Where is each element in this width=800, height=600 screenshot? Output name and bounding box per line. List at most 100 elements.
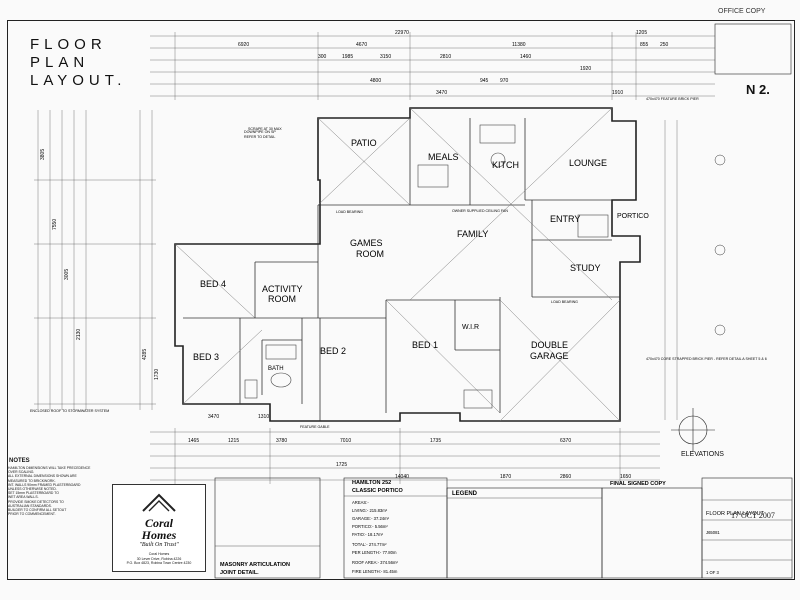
house-roof-icon	[142, 493, 176, 512]
note-line: BUILDER TO CONFIRM ALL SETOUT	[8, 508, 67, 513]
note-line: HAMILTON DIMENSIONS WILL TAKE PRECEDENCE	[8, 466, 91, 470]
room-games-1: GAMES	[350, 238, 383, 248]
dim-bottom-5: 1735	[430, 438, 441, 444]
dim-top-10: 2810	[440, 54, 451, 60]
north-marker: N 2.	[746, 82, 770, 97]
dim-bottom-2: 1310	[258, 414, 269, 420]
area-garage: GARAGE:- 37.24m²	[352, 516, 390, 521]
dim-bottom-12: 1215	[228, 438, 239, 444]
dim-bottom-9: 2860	[560, 474, 571, 480]
room-activity-2: ROOM	[268, 294, 296, 304]
room-bed-4: BED 4	[200, 279, 226, 289]
area-patio: PATIO:- 18.17m²	[352, 532, 384, 537]
room-wir: W.I.R	[462, 324, 479, 331]
internal-walls	[183, 118, 620, 421]
dim-bottom-6: 6370	[560, 438, 571, 444]
room-portico: PORTICO	[617, 213, 649, 220]
external-walls	[174, 107, 641, 422]
dim-left-6: 1730	[154, 369, 160, 380]
label-load-bearing: LOAD BEARING	[336, 210, 363, 214]
dim-top-17: 1910	[612, 90, 623, 96]
note-feature-pier: 470x470 FEATURE BRICK PIER	[646, 97, 699, 101]
room-garage-1: DOUBLE	[531, 340, 568, 350]
room-bed-1: BED 1	[412, 340, 438, 350]
label-sheet: 1 OF 3	[706, 570, 719, 575]
label-hamilton: HAMILTON 252	[352, 480, 391, 486]
area-fire-length: FIRE LENGTH:- 81.45m	[352, 569, 398, 574]
dim-bottom-3: 3780	[276, 438, 287, 444]
left-dimension-text: 3805 7550 3005 2130 4285 1730	[40, 149, 160, 380]
room-patio: PATIO	[351, 138, 377, 148]
note-refer: REFER TO DETAIL	[244, 135, 275, 139]
dim-bottom-8: 1870	[500, 474, 511, 480]
note-line: INT. WALLS 90mm FRAMED PLASTERBOARD	[8, 482, 81, 487]
title-line-2: PLAN	[30, 54, 90, 71]
dim-bottom-11: 1465	[188, 438, 199, 444]
note-line: PRIOR TO COMMENCEMENT.	[8, 512, 56, 517]
areas-heading: AREAS:-	[352, 500, 369, 505]
area-roof: ROOF AREA:- 374.56m²	[352, 560, 398, 565]
label-load-bearing-2: LOAD BEARING	[551, 300, 578, 304]
dim-top-12: 1920	[580, 66, 591, 72]
dim-top-9: 3150	[380, 54, 391, 60]
dimension-lines	[37, 35, 715, 481]
logo-name-line-2: Homes	[141, 528, 177, 542]
dim-bottom-7: 1725	[336, 462, 347, 468]
note-line: UNLESS OTHERWISE NOTED.	[8, 487, 57, 492]
title-block-text: HAMILTON 252 CLASSIC PORTICO AREAS:- LIV…	[220, 480, 765, 576]
note-ceiling-fan: OWNER SUPPLIED CEILING FAN	[452, 209, 508, 213]
area-per-length: PER LENGTH:- 77.80m	[352, 550, 397, 555]
dim-left-5: 4285	[142, 349, 148, 360]
notes-title: NOTES	[9, 458, 30, 464]
label-feature-gable: FEATURE GABLE	[300, 425, 330, 429]
dim-bottom-overall: 14040	[395, 474, 409, 480]
dim-bottom-10: 1650	[620, 474, 631, 480]
area-total: TOTAL:- 274.77m²	[352, 542, 387, 547]
note-line: MEASURED TO BRICKWORK.	[8, 478, 56, 483]
date-stamp: 17 OCT 2007	[731, 511, 775, 520]
note-line: OVER SCALING.	[8, 470, 35, 475]
office-copy-stamp: OFFICE COPY	[718, 8, 766, 15]
dim-top-16: 3470	[436, 90, 447, 96]
section-marks	[714, 154, 726, 336]
label-legend: LEGEND	[452, 491, 478, 497]
notes-list: HAMILTON DIMENSIONS WILL TAKE PRECEDENCE…	[8, 466, 104, 576]
note-line: AUSTRALIAN STANDARDS.	[8, 503, 52, 508]
dim-top-7: 300	[318, 54, 327, 60]
room-bath: BATH	[268, 366, 284, 372]
title-block-rules	[215, 495, 792, 561]
label-final-signed: FINAL SIGNED COPY	[610, 481, 666, 487]
room-bed-2: BED 2	[320, 346, 346, 356]
room-garage-2: GARAGE	[530, 351, 569, 361]
dim-top-4: 855	[640, 42, 649, 48]
logo-address-line: 30 Lever Drive, Robina 4226	[136, 556, 182, 561]
area-portico: PORTICO:- 5.56m²	[352, 524, 388, 529]
room-labels: PATIO MEALS KITCH LOUNGE ENTRY PORTICO F…	[193, 138, 649, 372]
note-downpipe: DOWNPIPE ON SP	[244, 130, 276, 134]
dim-left-4: 2130	[76, 329, 82, 340]
note-line: PROVIDE SMOKE DETECTORS TO	[8, 499, 64, 504]
room-kitch: KITCH	[492, 160, 519, 170]
label-elevations: ELEVATIONS	[681, 451, 724, 458]
room-family: FAMILY	[457, 229, 488, 239]
note-scrape: SCRAPE AT 30 MAX	[248, 127, 282, 131]
dim-top-14: 945	[480, 78, 489, 84]
title-line-1: FLOOR	[30, 36, 107, 53]
coral-homes-logo: Coral Homes "Built On Trust" Coral Homes…	[112, 484, 206, 572]
room-bed-3: BED 3	[193, 352, 219, 362]
dim-bottom-4: 7010	[340, 438, 351, 444]
title-block-frames	[214, 23, 793, 579]
dim-top-11: 1460	[520, 54, 531, 60]
room-lounge: LOUNGE	[569, 158, 607, 168]
dim-top-5: 250	[660, 42, 669, 48]
title-line-3: LAYOUT.	[30, 72, 127, 89]
room-study: STUDY	[570, 263, 601, 273]
top-dimension-text: 22970 6920 4670 11380 855 250 1205 300 1…	[238, 30, 669, 96]
logo-tagline: "Built On Trust"	[139, 542, 179, 548]
dimension-ticks	[34, 32, 637, 484]
dim-overall: 22970	[395, 30, 409, 36]
logo-name-line-1: Coral	[144, 516, 173, 530]
dim-left-2: 7550	[52, 219, 58, 230]
